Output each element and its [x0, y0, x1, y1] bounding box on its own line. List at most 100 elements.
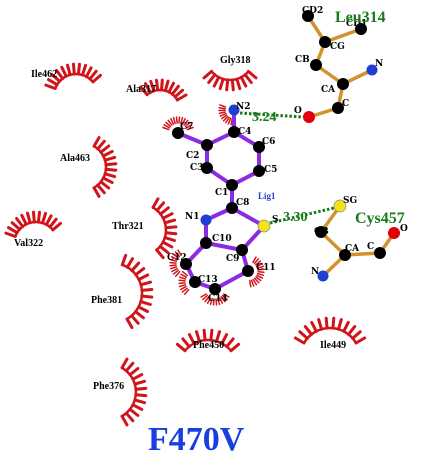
arc-base [121, 263, 144, 321]
arc-spike [169, 261, 177, 264]
arc-spike [324, 316, 329, 330]
atom-ca-leu [337, 78, 349, 90]
arc-spike [165, 121, 172, 128]
arc-base [146, 88, 179, 101]
atom-n1 [200, 214, 212, 226]
arc-spike [155, 78, 160, 92]
label-ala463: Ala463 [60, 153, 90, 164]
arc-spike [243, 73, 253, 84]
arc-spike [225, 337, 235, 349]
label-c12: C12 [167, 253, 187, 263]
label-c13: C13 [198, 275, 218, 285]
label-o-cys: O [400, 224, 408, 234]
arc-spike [81, 63, 87, 77]
arc-spike [161, 212, 174, 220]
arc-spike [96, 139, 106, 151]
label-c2: C2 [186, 151, 199, 161]
arc-spike [134, 386, 148, 391]
hbond-distance-2: 3.30 [283, 210, 308, 225]
arc-spike [128, 407, 140, 417]
arc-base [302, 326, 358, 344]
arc-spike [134, 310, 145, 320]
diagram-title: F470V [148, 421, 245, 457]
arc-spike [140, 288, 154, 292]
arc-spike [92, 136, 101, 148]
arc-spike [185, 124, 193, 129]
arc-spike [163, 124, 171, 129]
atom-cb-leu [310, 59, 322, 71]
arc-spike [180, 116, 184, 125]
bond-c11-c14 [213, 269, 250, 291]
arc-spike [26, 211, 32, 225]
atom-c5 [253, 165, 265, 177]
hbond-n2-o [239, 111, 304, 119]
hydrogen-bonds [239, 111, 335, 225]
arc-spike [172, 116, 176, 125]
arc-spike [246, 69, 258, 80]
atom-c6 [253, 141, 265, 153]
arc-spike [229, 342, 241, 353]
arc-spike [124, 411, 135, 423]
label-c6: C6 [262, 137, 275, 147]
arc-spike [227, 117, 232, 125]
hydrophobic-labels: Ile462 Gly318 Ala317 Ala463 Thr321 Val32… [14, 55, 346, 392]
arc-spike [124, 361, 135, 373]
label-cd1-leu: CD1 [346, 19, 367, 29]
label-c9: C9 [226, 254, 239, 264]
label-o-leu: O [294, 106, 302, 116]
arc-spike [252, 256, 257, 264]
arc-spike [130, 261, 141, 273]
arc-spike [169, 258, 178, 262]
label-n1: N1 [185, 212, 200, 222]
arc-spike [48, 217, 58, 229]
arc-spike [84, 66, 93, 79]
arc-spike [72, 62, 76, 76]
label-c-leu: C [342, 99, 349, 109]
arc-base [121, 366, 138, 418]
arc-spike [99, 180, 111, 190]
arc-spike [175, 93, 188, 102]
hydrophobic-arc-ligc12 [169, 249, 182, 278]
residue-name-leu314: Leu314 [335, 9, 386, 26]
arc-spike [4, 231, 17, 238]
label-cb-cys: CB [314, 227, 329, 237]
arc-spike [91, 73, 102, 84]
arc-spike [212, 298, 215, 306]
arc-spike [202, 328, 207, 342]
arc-spike [92, 186, 101, 198]
arc-spike [32, 210, 36, 224]
atom-sg-cys [333, 199, 347, 213]
arc-base [14, 220, 54, 237]
arc-spike [209, 328, 214, 342]
label-ca-leu: CA [321, 85, 336, 95]
label-ile449: Ile449 [320, 340, 346, 351]
hydrophobic-arc-val322 [4, 210, 62, 238]
arc-spike [317, 318, 323, 331]
label-c14: C14 [208, 294, 228, 304]
label-ca-cys: CA [345, 244, 360, 254]
arc-spike [212, 75, 221, 88]
arc-spike [169, 264, 177, 267]
arc-spike [164, 231, 178, 236]
arc-spike [218, 111, 226, 115]
label-c10: C10 [212, 234, 232, 244]
arc-spike [131, 373, 144, 381]
arc-spike [187, 333, 196, 345]
arc-spike [163, 236, 176, 242]
arc-spike [155, 201, 166, 212]
arc-spike [170, 117, 175, 125]
arc-spike [252, 278, 258, 286]
arc-spike [221, 294, 228, 301]
atom-cg-leu [319, 36, 331, 48]
arc-spike [44, 83, 57, 90]
atom-c-leu [332, 102, 344, 114]
arc-spike [140, 294, 154, 299]
arc-spike [139, 280, 152, 287]
arc-spike [178, 276, 187, 280]
arc-spike [222, 293, 230, 298]
arc-spike [169, 266, 178, 270]
arc-spike [133, 379, 146, 386]
arc-spike [202, 69, 214, 80]
arc-spike [172, 269, 179, 275]
label-c5: C5 [264, 165, 277, 175]
